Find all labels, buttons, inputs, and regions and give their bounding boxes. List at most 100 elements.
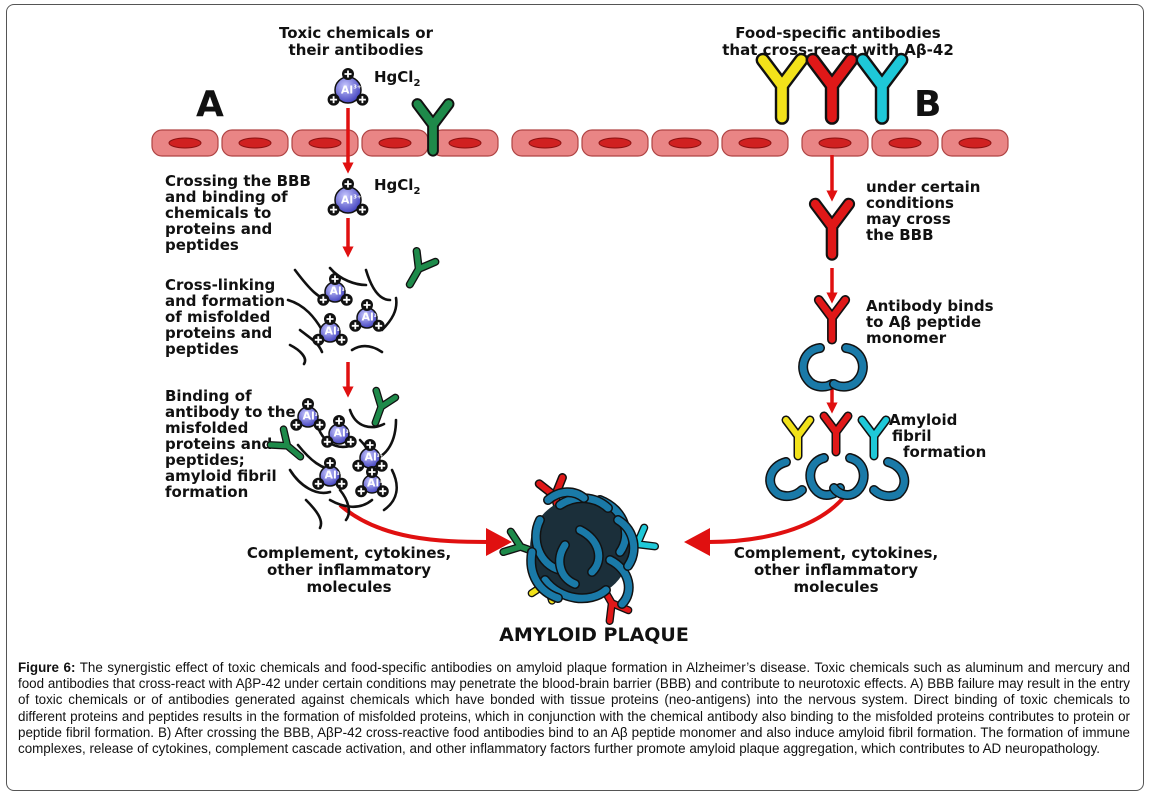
figure-caption-label: Figure 6: (18, 660, 76, 675)
aluminum-ion: Al3+ (312, 457, 348, 490)
endothelial-cell (941, 129, 1009, 157)
positive-charge (344, 435, 357, 448)
svg-text:antibody to the: antibody to the (165, 403, 296, 421)
positive-charge (364, 439, 376, 451)
positive-charge (355, 485, 368, 498)
svg-text:and formation: and formation (165, 292, 285, 310)
positive-charge (349, 319, 362, 332)
positive-charge (352, 459, 365, 472)
svg-text:proteins and: proteins and (165, 435, 272, 453)
svg-text:formation: formation (165, 483, 248, 501)
positive-charge (290, 418, 303, 431)
svg-text:Amyloid: Amyloid (889, 411, 957, 429)
endothelial-cell (651, 129, 719, 157)
abeta-monomer-left (798, 343, 837, 392)
positive-charge (375, 459, 388, 472)
panel-b-step1-label: under certain conditions may cross the B… (866, 178, 980, 244)
aluminum-ion: Al3+ (321, 415, 357, 448)
panel-b-step2-label: Antibody binds to Aβ peptide monomer (866, 297, 994, 347)
panel-a-step3-label: Binding of antibody to the misfolded pro… (165, 387, 296, 501)
antibody-yellow-fibril (781, 415, 815, 461)
plaque-fibril (531, 515, 565, 575)
positive-charge (335, 333, 348, 346)
svg-text:molecules: molecules (306, 578, 391, 596)
svg-text:and binding of: and binding of (165, 188, 288, 206)
plaque-fibril (575, 525, 604, 577)
plaque-fibril (526, 547, 563, 603)
aluminum-ion: Al3+ (290, 398, 326, 431)
positive-charge (342, 178, 354, 190)
svg-text:Cross-linking: Cross-linking (165, 276, 275, 294)
endothelial-cell (511, 129, 579, 157)
antibody-green-crosslink (405, 246, 440, 289)
abeta-fibril-4 (869, 457, 910, 502)
svg-text:other inflammatory: other inflammatory (267, 561, 431, 579)
plaque-fibril (540, 575, 611, 604)
antibody-red-food (805, 52, 859, 125)
antibody-red-fibril (819, 411, 853, 457)
hgcl2-label-top: HgCl2 (374, 68, 420, 89)
panel-b-top-label-line1: Food-specific antibodies (735, 24, 941, 42)
positive-charge (324, 457, 336, 469)
positive-charge (321, 435, 334, 448)
panel-a-step1-label: Crossing the BBB and binding of chemical… (165, 172, 311, 254)
plaque-fibril (543, 487, 589, 505)
aluminum-ion: Al3+ (312, 313, 348, 346)
positive-charge (366, 466, 378, 478)
aluminum-ion: Al3+ (355, 466, 389, 498)
positive-charge (324, 313, 336, 325)
endothelial-cell (361, 129, 429, 157)
aluminum-ion: Al3+ (317, 273, 353, 306)
endothelial-cell (581, 129, 649, 157)
panel-letter-a: A (196, 84, 224, 125)
aluminum-ion: Al3+ (327, 68, 369, 106)
positive-charge (313, 418, 326, 431)
panel-letter-b: B (914, 84, 941, 125)
endothelial-cell (431, 129, 499, 157)
plaque-fibril (613, 515, 639, 571)
panel-a-top-label-line1: Toxic chemicals or (279, 24, 434, 42)
abeta-fibril-3 (829, 453, 869, 500)
svg-text:Complement, cytokines,: Complement, cytokines, (734, 544, 938, 562)
svg-text:peptides;: peptides; (165, 451, 245, 469)
arrow-b-to-plaque-curve (707, 490, 850, 544)
endothelial-cell (801, 129, 869, 157)
positive-charge (335, 477, 348, 490)
aluminum-ion: Al3+ (349, 299, 385, 332)
panel-b-inflammation-label: Complement, cytokines, other inflammator… (734, 544, 938, 596)
positive-charge (361, 299, 373, 311)
antibody-cyan-fibril (857, 415, 891, 461)
svg-text:Crossing the BBB: Crossing the BBB (165, 172, 311, 190)
positive-charge (327, 93, 340, 106)
svg-text:proteins and: proteins and (165, 324, 272, 342)
svg-text:the BBB: the BBB (866, 226, 934, 244)
svg-text:conditions: conditions (866, 194, 954, 212)
antibody-green-bound-2 (266, 425, 305, 461)
amyloid-plaque (526, 487, 639, 609)
endothelial-cell (721, 129, 789, 157)
figure-caption-text: The synergistic effect of toxic chemical… (18, 660, 1130, 757)
panel-a-step2-label: Cross-linking and formation of misfolded… (165, 276, 285, 358)
svg-text:other inflammatory: other inflammatory (754, 561, 918, 579)
panel-b-step3-label: Amyloid fibril formation (889, 411, 986, 461)
svg-text:peptides: peptides (165, 236, 239, 254)
svg-text:may cross: may cross (866, 210, 951, 228)
blood-brain-barrier (151, 129, 1009, 157)
svg-text:Antibody binds: Antibody binds (866, 297, 994, 315)
positive-charge (312, 477, 325, 490)
arrows (338, 108, 850, 556)
endothelial-cell (151, 129, 219, 157)
svg-text:amyloid fibril: amyloid fibril (165, 467, 277, 485)
endothelial-cell (291, 129, 359, 157)
endothelial-cell (871, 129, 939, 157)
svg-text:Binding of: Binding of (165, 387, 252, 405)
positive-charge (340, 293, 353, 306)
svg-text:under certain: under certain (866, 178, 980, 196)
plaque-fibril (554, 540, 580, 589)
panel-a-top-label-line2: their antibodies (289, 41, 424, 59)
panel-a-inflammation-label: Complement, cytokines, other inflammator… (247, 544, 451, 596)
antibody-yellow-food (755, 52, 809, 125)
abeta-monomer-right (829, 343, 868, 392)
positive-charge (372, 319, 385, 332)
